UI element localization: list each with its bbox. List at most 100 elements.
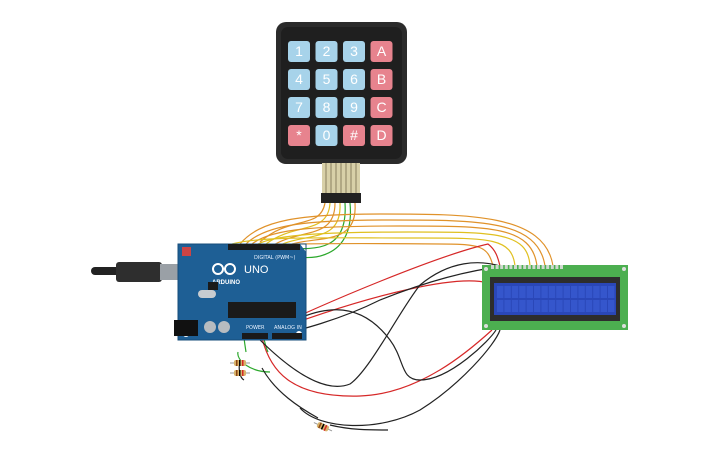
key-face (288, 69, 310, 90)
arduino-uno-board: DIGITAL (PWM~) ARDUINO UNO POWER ANALOG … (91, 243, 307, 341)
key-a[interactable]: A (370, 41, 393, 62)
mount-hole (484, 324, 488, 328)
key-face (370, 97, 393, 118)
wire-lcd-d1 (239, 213, 554, 267)
key-star[interactable]: * (288, 125, 310, 146)
wire-lcd-d4 (257, 231, 531, 267)
key-6[interactable]: 6 (343, 69, 365, 90)
usb-chip (208, 282, 218, 290)
wire-red-1 (251, 243, 501, 339)
key-face (315, 97, 338, 118)
key-9[interactable]: 9 (343, 97, 365, 118)
mount-hole (622, 324, 626, 328)
lcd-char-cell (571, 286, 578, 298)
key-face (370, 69, 393, 90)
usb-metal (160, 264, 182, 280)
lcd-pin[interactable] (491, 265, 494, 269)
lcd-pin[interactable] (550, 265, 554, 269)
mount-hole (622, 267, 626, 271)
lcd-char-cell (563, 300, 570, 312)
wire-black-6 (329, 424, 389, 431)
key-face (343, 125, 365, 146)
key-hash[interactable]: # (343, 125, 365, 146)
lcd-char-cell (534, 300, 541, 312)
wire-keypad-3 (271, 202, 336, 247)
key-7[interactable]: 7 (288, 97, 310, 118)
lcd-char-cell (600, 300, 607, 312)
lcd-pin[interactable] (504, 265, 508, 269)
mount-hole (484, 267, 488, 271)
key-c[interactable]: C (370, 97, 393, 118)
key-3[interactable]: 3 (343, 41, 365, 62)
digital-header-label: DIGITAL (PWM~) (254, 255, 296, 261)
key-face (288, 41, 310, 62)
lcd-pin[interactable] (532, 265, 536, 269)
key-8[interactable]: 8 (315, 97, 338, 118)
resistor-2 (230, 370, 250, 376)
lcd-pin[interactable] (514, 265, 517, 269)
capacitor (204, 321, 216, 333)
atmega-chip (228, 302, 296, 318)
lcd-pin[interactable] (523, 265, 527, 269)
lcd-char-cell (497, 300, 504, 312)
key-label: C (376, 99, 386, 115)
ribbon-lines (325, 163, 357, 193)
lcd-pin[interactable] (560, 265, 563, 269)
lcd-pin[interactable] (555, 265, 559, 269)
wire-black-2 (263, 309, 497, 381)
lcd-char-cell (519, 286, 526, 298)
key-0[interactable]: 0 (315, 125, 338, 146)
key-face (370, 125, 393, 146)
wire-black-5 (261, 367, 319, 419)
lcd-pins (491, 265, 563, 269)
wire-black-4 (299, 329, 501, 427)
lcd-char-cell (541, 300, 548, 312)
key-face (343, 41, 365, 62)
key-2[interactable]: 2 (315, 41, 338, 62)
lcd-char-cell (504, 300, 511, 312)
reset-button[interactable] (182, 247, 191, 256)
key-d[interactable]: D (370, 125, 393, 146)
key-b[interactable]: B (370, 69, 393, 90)
lcd-char-cell (526, 300, 533, 312)
key-label: 4 (295, 71, 303, 87)
lcd-char-cell (585, 300, 593, 312)
lcd-pin[interactable] (527, 265, 531, 269)
wire-black-1 (257, 262, 501, 387)
lcd-char-cell (504, 286, 511, 298)
lcd-pin[interactable] (546, 265, 550, 269)
lcd-pin[interactable] (518, 265, 522, 269)
lcd-pin[interactable] (500, 265, 504, 269)
key-label: 0 (323, 127, 331, 143)
lcd-pin[interactable] (495, 265, 499, 269)
key-face (343, 97, 365, 118)
key-face (343, 69, 365, 90)
wire-lcd-d3 (251, 225, 538, 267)
lcd-char-cell (578, 286, 585, 298)
key-label: # (350, 127, 358, 143)
lcd-pin[interactable] (509, 265, 513, 269)
key-4[interactable]: 4 (288, 69, 310, 90)
key-label: 5 (323, 71, 331, 87)
resistor-1 (230, 360, 250, 366)
lcd-pin[interactable] (541, 265, 545, 269)
key-1[interactable]: 1 (288, 41, 310, 62)
lcd-16x2-display (482, 265, 628, 330)
key-5[interactable]: 5 (315, 69, 338, 90)
key-label: 8 (323, 99, 331, 115)
lcd-char-cell (556, 286, 563, 298)
lcd-char-cell (608, 300, 615, 312)
lcd-char-cell (511, 300, 519, 312)
key-label: A (377, 43, 387, 59)
lcd-pin[interactable] (537, 265, 540, 269)
key-label: 2 (323, 43, 331, 59)
key-label: 7 (295, 99, 303, 115)
lcd-char-cell (585, 286, 593, 298)
lcd-char-cell (600, 286, 607, 298)
capacitor (218, 321, 230, 333)
lcd-char-cell (608, 286, 615, 298)
key-label: * (296, 127, 302, 143)
lcd-char-cell (519, 300, 526, 312)
